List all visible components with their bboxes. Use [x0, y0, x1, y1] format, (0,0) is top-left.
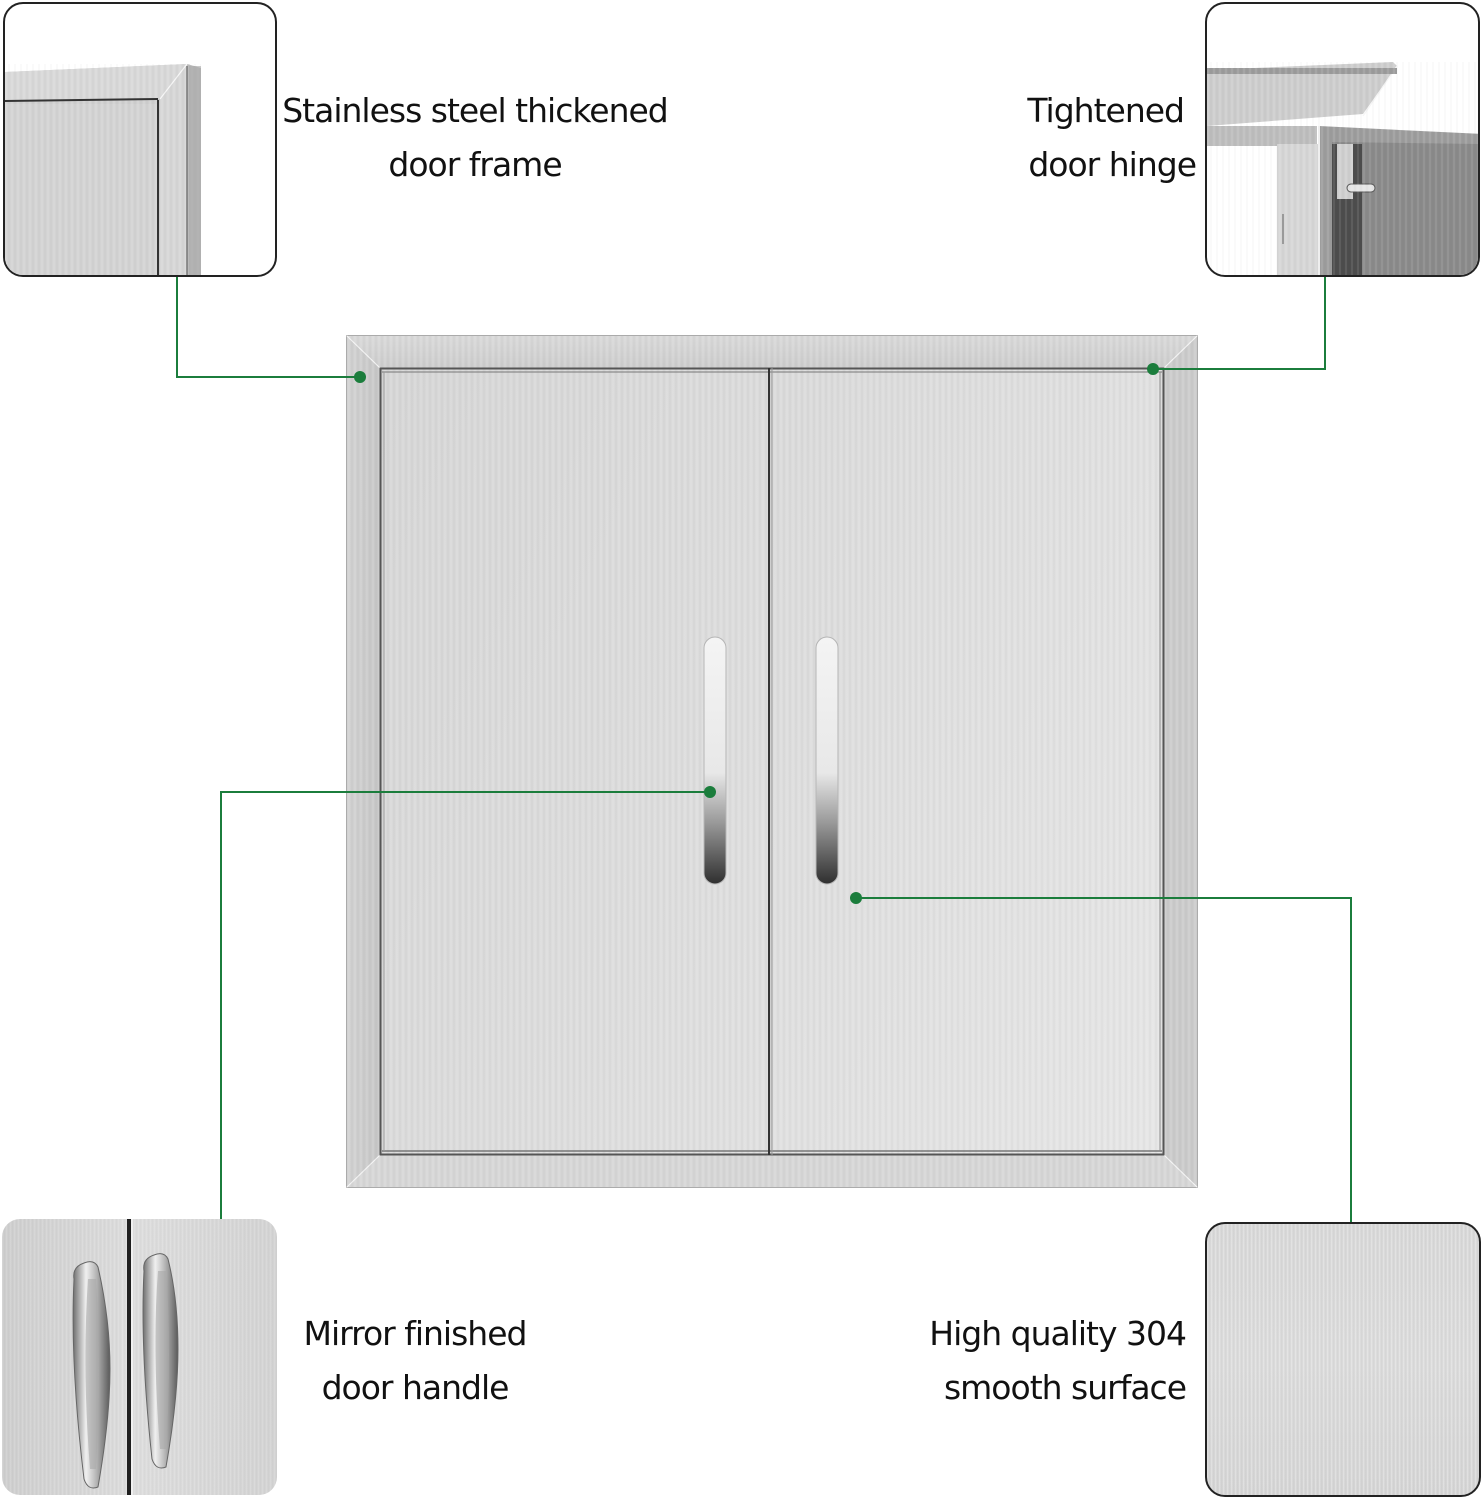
- mirror-handle-closeup-icon: [72, 1219, 179, 1495]
- feature-label-handle: Mirror finished door handle: [295, 1307, 535, 1415]
- right-door-handle: [815, 636, 839, 885]
- feature-frame-line2: door frame: [388, 145, 562, 184]
- feature-surface-line2: smooth surface: [943, 1368, 1187, 1407]
- connector-frame: [176, 276, 360, 378]
- inset-door-frame: [3, 2, 277, 277]
- feature-frame-line1: Stainless steel thickened: [282, 91, 669, 130]
- callout-dot-frame: [354, 371, 366, 383]
- left-door-handle: [703, 636, 727, 885]
- feature-label-surface: High quality 304 smooth surface: [920, 1307, 1187, 1415]
- connector-hinge: [1153, 276, 1326, 370]
- inset-door-handle: [2, 1219, 277, 1495]
- frame-closeup-icon: [5, 63, 201, 275]
- feature-label-frame: Stainless steel thickened door frame: [280, 84, 670, 192]
- feature-handle-line2: door handle: [321, 1368, 510, 1407]
- feature-handle-line1: Mirror finished: [303, 1314, 528, 1353]
- feature-label-hinge: Tightened door hinge: [980, 84, 1197, 192]
- callout-dot-handle: [704, 786, 716, 798]
- feature-hinge-line1: Tightened: [1027, 91, 1185, 130]
- inset-smooth-surface: [1205, 1222, 1481, 1497]
- inset-door-hinge: [1205, 2, 1480, 277]
- feature-surface-line1: High quality 304: [929, 1314, 1187, 1353]
- connector-surface: [856, 897, 1352, 1223]
- connector-handle: [220, 791, 710, 1219]
- feature-hinge-line2: door hinge: [1028, 145, 1197, 184]
- hinge-closeup-icon: [1207, 62, 1478, 275]
- cabinet: [346, 335, 1198, 1188]
- callout-dot-hinge: [1147, 363, 1159, 375]
- callout-dot-surface: [850, 892, 862, 904]
